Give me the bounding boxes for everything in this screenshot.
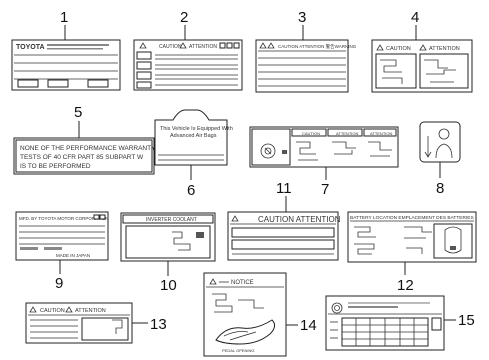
warning-triangle-icon — [419, 44, 427, 51]
warning-triangle-icon — [179, 42, 187, 49]
svg-text:TESTS OF 40 CFR PART 85 SUBPAR: TESTS OF 40 CFR PART 85 SUBPART W — [20, 154, 144, 161]
warning-triangle-icon — [259, 42, 267, 49]
callout-number-5: 5 — [74, 104, 82, 121]
svg-text:Advanced Air Bags: Advanced Air Bags — [170, 133, 217, 139]
svg-text:IS TO BE PERFORMED: IS TO BE PERFORMED — [20, 163, 91, 170]
callout-number-6: 6 — [187, 182, 195, 199]
warning-triangle-icon — [209, 278, 217, 285]
car-top-view-icon — [444, 226, 462, 254]
callout-number-8: 8 — [436, 180, 444, 197]
svg-text:ATTENTION: ATTENTION — [189, 44, 217, 50]
label-2: 2 CAUTION ATTENTION — [133, 9, 243, 91]
label-6-outline — [154, 109, 228, 166]
label-3: 3 CAUTION ATTENTION 警告WARNING — [255, 9, 357, 93]
label-1-brand: TOYOTA — [16, 44, 45, 51]
callout-number-4: 4 — [411, 9, 419, 26]
svg-text:This Vehicle Is Equipped With: This Vehicle Is Equipped With — [160, 126, 233, 132]
callout-number-10: 10 — [160, 277, 177, 294]
svg-text:MFD. BY TOYOTA MOTOR CORPORATI: MFD. BY TOYOTA MOTOR CORPORATION — [19, 216, 109, 221]
label-10: INVERTER COOLANT 10 — [120, 212, 216, 294]
label-6: This Vehicle Is Equipped With Advanced A… — [154, 109, 233, 199]
svg-text:NONE OF THE PERFORMANCE WARRAN: NONE OF THE PERFORMANCE WARRANTY — [20, 145, 156, 152]
label-9: MFD. BY TOYOTA MOTOR CORPORATION MADE IN… — [15, 211, 109, 292]
svg-text:NOTICE: NOTICE — [231, 280, 254, 286]
warning-triangle-icon — [376, 44, 384, 51]
svg-text:CAUTION ATTENTION: CAUTION ATTENTION — [258, 215, 341, 224]
label-13: CAUTION ATTENTION 13 — [25, 302, 167, 344]
svg-text:PEDAL OPENING: PEDAL OPENING — [222, 348, 255, 353]
label-4: 4 CAUTION ATTENTION — [371, 9, 473, 93]
svg-text:MADE IN JAPAN: MADE IN JAPAN — [56, 253, 90, 258]
label-12: BATTERY LOCATION EMPLACEMENT DES BATTERI… — [347, 211, 477, 294]
label-5: 5 NONE OF THE PERFORMANCE WARRANTY TESTS… — [13, 104, 156, 175]
callout-number-7: 7 — [321, 181, 329, 198]
label-9-outline — [15, 211, 109, 261]
callout-number-2: 2 — [180, 9, 188, 26]
svg-text:BATTERY LOCATION EMPLACEMENT: BATTERY LOCATION EMPLACEMENT DES BATTERI… — [350, 215, 474, 221]
callout-number-12: 12 — [397, 277, 414, 294]
label-3-outline — [255, 39, 349, 93]
label-15: 15 — [325, 295, 475, 351]
label-1: 1 TOYOTA — [11, 9, 121, 91]
emblem-icon — [331, 302, 343, 314]
label-8-outline — [419, 121, 461, 163]
svg-text:CAUTION: CAUTION — [386, 46, 411, 52]
warning-triangle-icon — [29, 306, 37, 313]
warning-triangle-icon — [267, 42, 275, 49]
warning-triangle-icon — [231, 215, 239, 222]
callout-number-1: 1 — [60, 9, 68, 26]
callout-number-13: 13 — [150, 316, 167, 333]
svg-text:CAUTION: CAUTION — [40, 308, 65, 314]
callout-number-3: 3 — [298, 9, 306, 26]
svg-text:ATTENTION: ATTENTION — [336, 131, 358, 136]
callout-number-9: 9 — [55, 275, 63, 292]
svg-text:CAUTION ATTENTION 警告WARNING: CAUTION ATTENTION 警告WARNING — [278, 43, 357, 50]
airbag-occupant-icon — [438, 128, 450, 140]
wheel-icon — [260, 143, 276, 159]
svg-text:ATTENTION: ATTENTION — [75, 308, 106, 314]
warning-triangle-icon — [139, 42, 147, 49]
callout-number-14: 14 — [300, 317, 317, 334]
label-8: 8 — [419, 121, 461, 197]
warning-triangle-icon — [65, 306, 73, 313]
svg-text:ATTENTION: ATTENTION — [370, 131, 392, 136]
svg-text:CAUTION: CAUTION — [159, 44, 182, 50]
label-14: NOTICE PEDAL OPENING 14 — [203, 272, 317, 357]
svg-text:CAUTION: CAUTION — [302, 131, 320, 136]
svg-text:INVERTER COOLANT: INVERTER COOLANT — [146, 217, 197, 223]
callout-number-11: 11 — [276, 180, 292, 197]
label-7: CAUTION ATTENTION ATTENTION 7 — [249, 126, 399, 198]
svg-text:ATTENTION: ATTENTION — [429, 46, 460, 52]
callout-number-15: 15 — [458, 312, 475, 329]
label-11: 11 CAUTION ATTENTION — [227, 180, 341, 261]
